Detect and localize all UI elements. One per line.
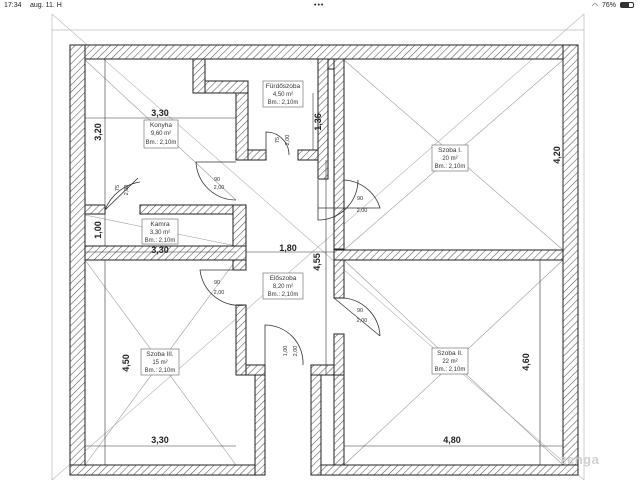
dim-szoba3-height: 4,50 [121,354,131,372]
dim-szoba1-height: 4,20 [552,146,562,164]
room-szoba1: Szoba I. 20 m² Bm.: 2,10m [431,144,469,172]
outer-wall-bottom-left [69,464,266,476]
dimension-lines [85,59,564,465]
status-battery: 76% [602,2,617,9]
room-szoba2-name: Szoba II. [437,350,463,357]
door-szoba2-w: 90 [357,308,363,314]
dim-furdo-height: 1,36 [313,113,323,131]
room-kamra-height: Bm.: 2,10m [145,238,176,244]
room-szoba2-height: Bm.: 2,10m [435,367,466,373]
room-szoba3-area: 15 m² [152,360,167,366]
room-szoba1-area: 20 m² [442,156,457,162]
dim-konyha-width: 3,30 [151,108,169,118]
room-szoba2-area: 22 m² [442,359,457,365]
ellipsis-icon: ••• [314,2,325,9]
room-szoba2: Szoba II. 22 m² Bm.: 2,10m [431,347,469,375]
outer-wall-top [69,44,579,60]
door-kamra-h: 2,00 [124,185,130,196]
room-furdoszoba-height: Bm.: 2,10m [268,100,299,106]
room-szoba1-name: Szoba I. [438,147,462,154]
door-swing-szoba2 [333,297,381,337]
status-bar: 17:34 aug. 11. H ••• ◠ 76% [0,0,640,12]
room-konyha-height: Bm.: 2,10m [146,140,177,146]
room-labels: Konyha 9,60 m² Bm.: 2,10m Fürdőszoba 4,5… [140,80,469,376]
room-szoba1-height: Bm.: 2,10m [435,164,466,170]
room-szoba3: Szoba III. 15 m² Bm.: 2,10m [140,348,180,376]
outer-wall-bottom-right [310,464,579,476]
room-furdoszoba-area: 4,50 m² [273,92,293,98]
door-swing-eloszoba [199,269,247,306]
door-furdo-h: 2,00 [285,135,291,146]
walls [69,44,579,476]
room-konyha: Konyha 9,60 m² Bm.: 2,10m [143,119,179,149]
dim-kamra-width: 3,30 [151,245,169,255]
room-szoba3-name: Szoba III. [146,351,174,358]
door-kamra-w: 75 [115,185,121,191]
door-swing-szoba1 [317,179,359,221]
status-date: aug. 11. H [30,2,62,9]
door-eloszoba-h: 2,00 [214,290,225,296]
room-kamra: Kamra 3,30 m² Bm.: 2,10m [141,218,179,245]
door-szoba2-h: 2,00 [357,318,368,324]
room-eloszoba: Előszoba 8,20 m² Bm.: 2,10m [262,272,304,300]
outer-wall-right [562,44,579,476]
door-entrance-w: 1,00 [283,346,289,357]
wifi-icon: ◠ [592,3,599,10]
dimension-labels: 3,30 3,20 1,36 4,20 1,00 3,30 1,80 4,55 … [93,108,562,445]
outer-wall-left [69,44,86,476]
dim-szoba2-width: 4,80 [443,435,461,445]
battery-icon [620,2,634,8]
door-szoba1-w: 90 [357,196,363,202]
room-konyha-area: 9,60 m² [151,131,171,137]
room-furdoszoba: Fürdőszoba 4,50 m² Bm.: 2,10m [262,80,304,108]
door-konyha-h: 2,00 [214,185,225,191]
door-eloszoba-w: 90 [214,280,220,286]
dim-szoba2-height: 4,60 [521,353,531,371]
door-swing-kamra [104,177,141,211]
dim-hall-width: 1,80 [279,243,297,253]
construction-lines [51,13,585,480]
dim-hall-height: 4,55 [312,253,322,271]
room-kamra-name: Kamra [150,221,170,228]
door-swings [104,131,381,366]
room-furdoszoba-name: Fürdőszoba [266,83,301,90]
door-swing-entrance [264,324,304,366]
watermark-logo: zenga [560,452,600,467]
door-swing-konyha [195,161,237,201]
door-entrance-h: 2,00 [293,346,299,357]
door-labels: 75 2,00 90 2,00 75 2,00 90 2,00 90 2,00 … [115,135,367,357]
dim-konyha-height: 3,20 [93,123,103,141]
door-konyha-w: 90 [214,177,220,183]
room-konyha-name: Konyha [150,122,172,129]
status-time: 17:34 [4,2,22,9]
room-eloszoba-height: Bm.: 2,10m [268,292,299,298]
dim-kamra-height: 1,00 [93,221,103,239]
door-furdo-w: 75 [275,137,281,143]
room-eloszoba-area: 8,20 m² [273,284,293,290]
dim-szoba3-width: 3,30 [151,435,169,445]
door-szoba1-h: 2,00 [357,208,368,214]
room-szoba3-height: Bm.: 2,10m [145,368,176,374]
room-kamra-area: 3,30 m² [150,230,170,236]
door-swing-furdo [265,131,290,156]
room-eloszoba-name: Előszoba [270,275,297,282]
